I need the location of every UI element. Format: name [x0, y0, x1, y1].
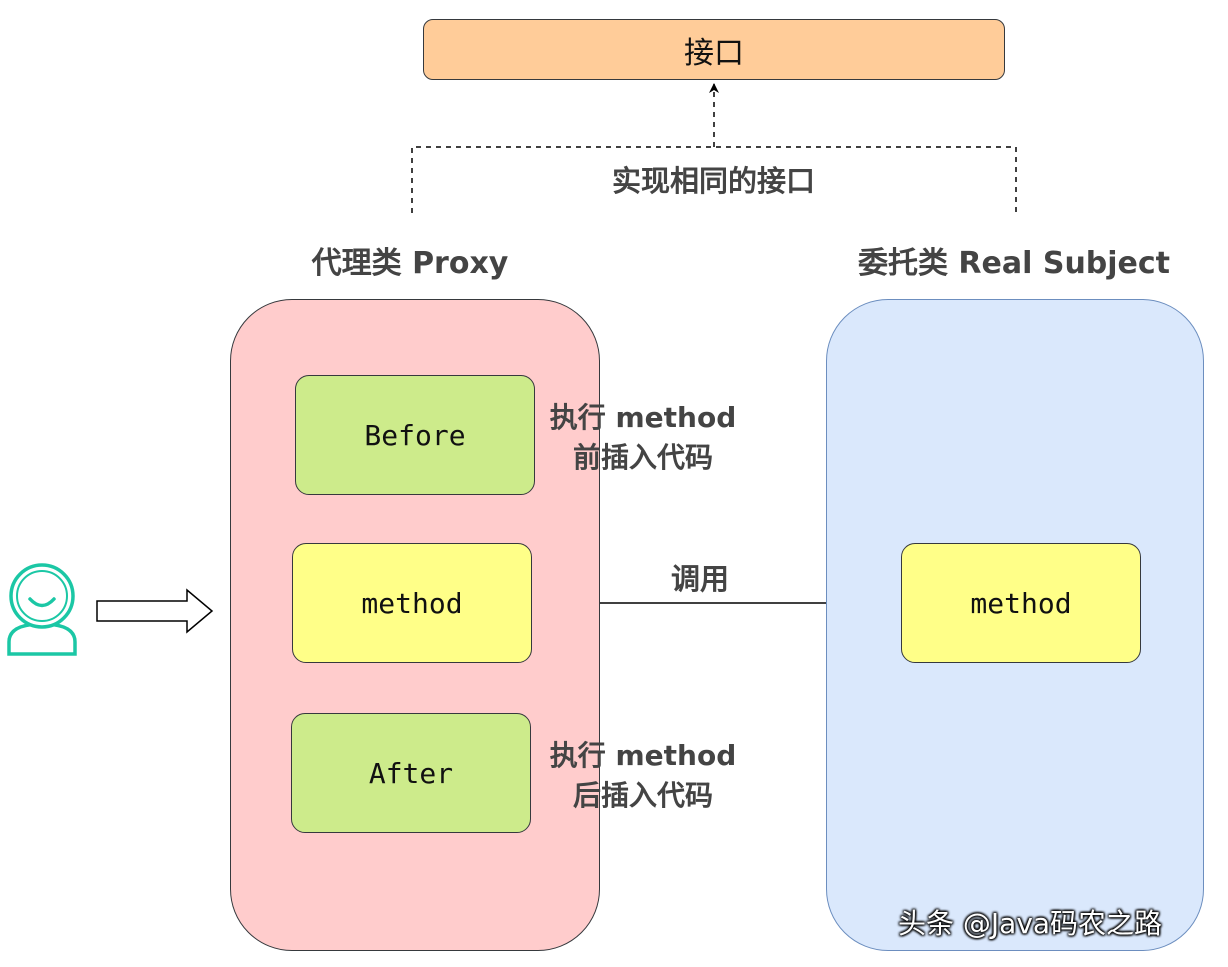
after-note-line2: 后插入代码: [572, 779, 713, 812]
call-label: 调用: [671, 562, 730, 596]
before-label: Before: [364, 418, 466, 452]
real-method-box: method: [901, 543, 1141, 663]
after-label: After: [368, 756, 454, 790]
real-subject-title: 委托类 Real Subject: [857, 246, 1171, 281]
after-box: After: [291, 713, 531, 833]
before-note-line1: 执行 method: [549, 401, 737, 434]
before-note: 执行 method 前插入代码: [543, 398, 743, 478]
watermark: 头条 @Java码农之路: [898, 907, 1163, 940]
implement-bracket-line: [411, 146, 1017, 213]
proxy-method-box: method: [292, 543, 532, 663]
user-icon: [7, 563, 77, 656]
hollow-arrow-icon: [96, 588, 214, 634]
before-box: Before: [295, 375, 535, 495]
implement-label: 实现相同的接口: [612, 164, 816, 198]
interface-label: 接口: [684, 35, 744, 71]
after-note: 执行 method 后插入代码: [543, 736, 743, 816]
proxy-title: 代理类 Proxy: [311, 246, 509, 281]
proxy-method-label: method: [361, 586, 463, 620]
before-note-line2: 前插入代码: [572, 441, 713, 474]
real-method-label: method: [970, 586, 1072, 620]
interface-box: 接口: [423, 19, 1005, 80]
after-note-line1: 执行 method: [549, 739, 737, 772]
